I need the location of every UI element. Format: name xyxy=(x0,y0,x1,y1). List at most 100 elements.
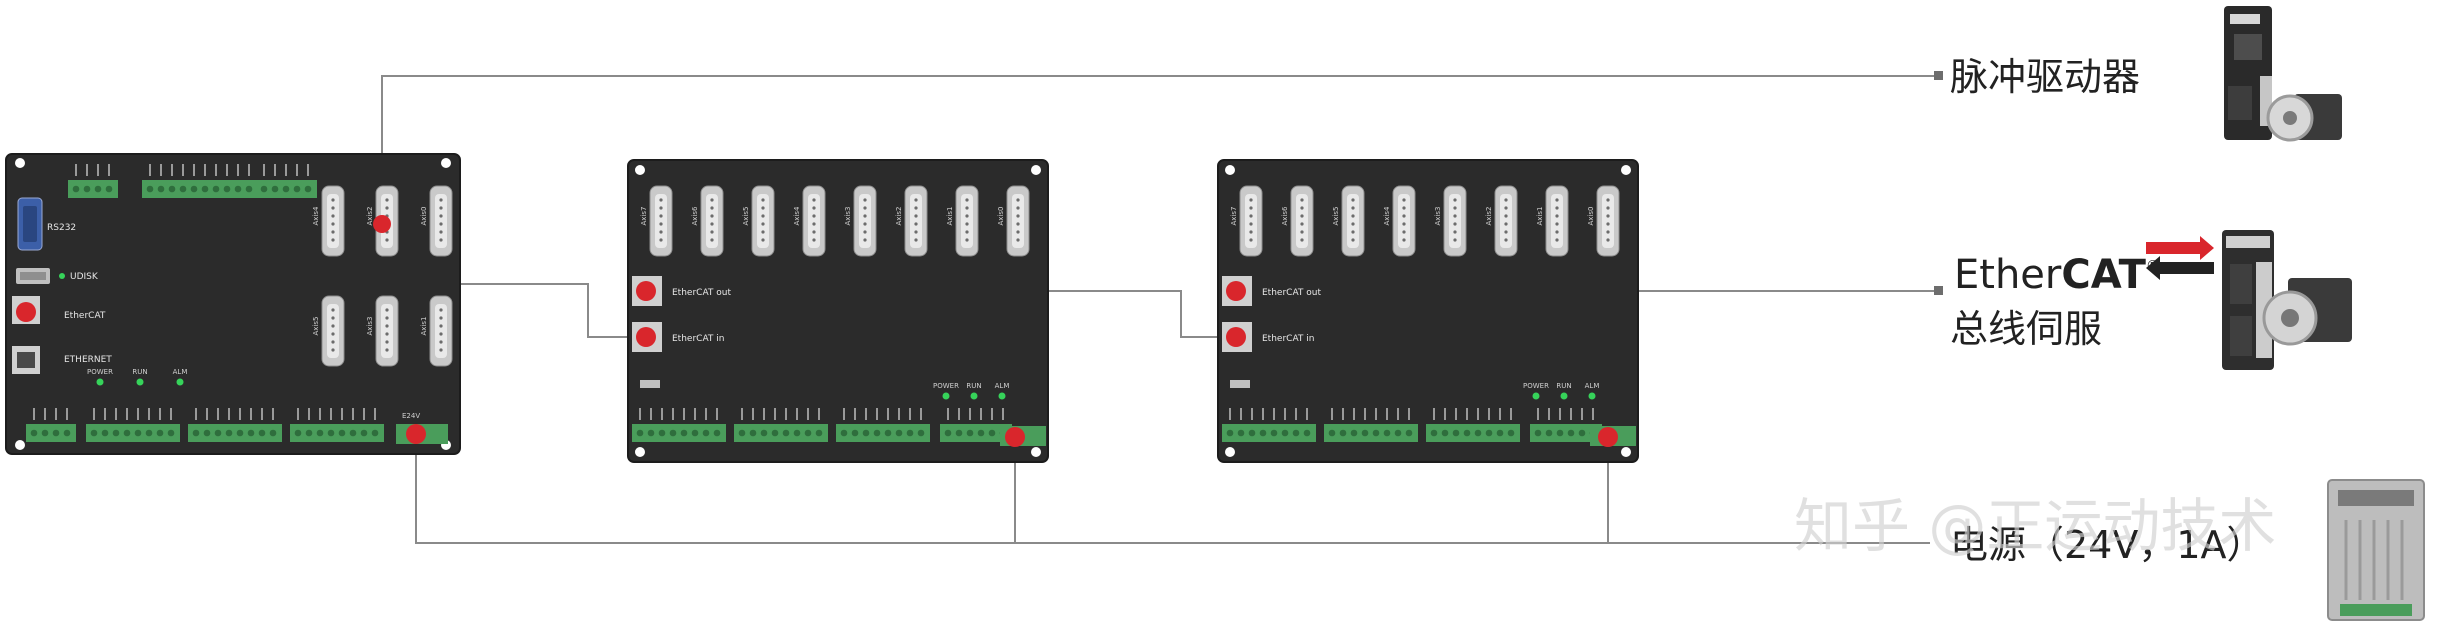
ethernet-port[interactable] xyxy=(12,346,40,374)
controller-terminal-block[interactable] xyxy=(68,164,118,198)
pin-legend xyxy=(854,408,856,420)
pin-legend xyxy=(193,164,195,176)
controller-ethercat-port[interactable] xyxy=(12,296,40,324)
pin-legend xyxy=(1375,408,1377,420)
axis-connector-axis0[interactable]: Axis0 xyxy=(997,185,1030,257)
pin-legend xyxy=(307,164,309,176)
expansion-power-terminal[interactable] xyxy=(1590,426,1636,447)
ethercat-in-port[interactable] xyxy=(1222,322,1252,352)
pin-legend xyxy=(865,408,867,420)
pin-legend xyxy=(774,408,776,420)
axis-connector-axis4[interactable]: Axis4 xyxy=(312,185,345,257)
axis-connector-axis4[interactable]: Axis4 xyxy=(1383,185,1416,257)
axis-label: Axis5 xyxy=(1332,207,1340,226)
controller-terminal-block[interactable] xyxy=(142,164,258,198)
axis-connector-axis2[interactable]: Axis2 xyxy=(895,185,928,257)
status-led-label: RUN xyxy=(1556,382,1571,390)
axis-connector-axis3[interactable]: Axis3 xyxy=(844,185,877,257)
pin-legend xyxy=(239,408,241,420)
axis-connector-axis1[interactable]: Axis1 xyxy=(420,295,453,367)
rs232-port[interactable] xyxy=(17,197,43,251)
service-port[interactable] xyxy=(640,380,660,388)
rs232-label: RS232 xyxy=(47,223,76,233)
pin-legend xyxy=(898,408,900,420)
expansion-terminal-block[interactable] xyxy=(734,408,828,442)
axis-label: Axis4 xyxy=(793,206,801,226)
pin-legend xyxy=(741,408,743,420)
axis-connector-axis3[interactable]: Axis3 xyxy=(1434,185,1467,257)
axis-connector-axis5[interactable]: Axis5 xyxy=(742,185,775,257)
pin-legend xyxy=(969,408,971,420)
expansion-terminal-block[interactable] xyxy=(836,408,930,442)
axis-connector-axis0[interactable]: Axis0 xyxy=(1587,185,1620,257)
pin-legend xyxy=(1570,408,1572,420)
ethercat-out-port[interactable] xyxy=(1222,276,1252,306)
udisk-port[interactable] xyxy=(16,268,50,284)
pin-legend xyxy=(1455,408,1457,420)
pin-legend xyxy=(1262,408,1264,420)
pulse-driver-label: 脉冲驱动器 xyxy=(1950,55,2140,99)
axis-connector-axis7[interactable]: Axis7 xyxy=(640,185,673,257)
pin-legend xyxy=(261,408,263,420)
axis-connector-axis3[interactable]: Axis3 xyxy=(366,295,399,367)
pin-legend xyxy=(818,408,820,420)
status-led-label: ALM xyxy=(995,382,1010,390)
axis-connector-axis1[interactable]: Axis1 xyxy=(1536,185,1569,257)
expansion-power-terminal[interactable] xyxy=(1000,426,1046,447)
pin-legend xyxy=(75,164,77,176)
pin-legend xyxy=(991,408,993,420)
ethercat-in-port[interactable] xyxy=(632,322,662,352)
axis-connector-axis5[interactable]: Axis5 xyxy=(312,295,345,367)
pin-legend xyxy=(639,408,641,420)
expansion-terminal-block[interactable] xyxy=(632,408,726,442)
axis-label: Axis6 xyxy=(1281,206,1289,226)
pin-legend xyxy=(1342,408,1344,420)
pin-legend xyxy=(319,408,321,420)
pin-legend xyxy=(694,408,696,420)
pin-legend xyxy=(716,408,718,420)
pin-legend xyxy=(1488,408,1490,420)
controller-terminal-block[interactable] xyxy=(256,164,317,198)
pin-legend xyxy=(126,408,128,420)
axis-connector-axis0[interactable]: Axis0 xyxy=(420,185,453,257)
ethercat-out-port[interactable] xyxy=(632,276,662,306)
axis-label: Axis3 xyxy=(366,317,374,336)
pin-legend xyxy=(785,408,787,420)
pin-legend xyxy=(363,408,365,420)
axis-label: Axis5 xyxy=(312,317,320,336)
pin-legend xyxy=(1295,408,1297,420)
pin-legend xyxy=(55,408,57,420)
pin-legend xyxy=(171,164,173,176)
pin-legend xyxy=(887,408,889,420)
expansion-terminal-block[interactable] xyxy=(1530,408,1602,442)
controller-power-terminal[interactable] xyxy=(396,424,448,444)
expansion-terminal-block[interactable] xyxy=(1222,408,1316,442)
controller-terminal-block[interactable] xyxy=(26,408,76,442)
service-port[interactable] xyxy=(1230,380,1250,388)
controller-terminal-block[interactable] xyxy=(188,408,282,442)
pin-legend xyxy=(1331,408,1333,420)
controller-terminal-block[interactable] xyxy=(86,408,180,442)
axis-connector-axis7[interactable]: Axis7 xyxy=(1230,185,1263,257)
axis-connector-axis2[interactable]: Axis2 xyxy=(1485,185,1518,257)
pin-legend xyxy=(182,164,184,176)
axis-label: Axis0 xyxy=(1587,207,1595,226)
expansion-terminal-block[interactable] xyxy=(1426,408,1520,442)
axis-connector-axis1[interactable]: Axis1 xyxy=(946,185,979,257)
power-supply-image xyxy=(2327,479,2425,621)
axis-label: Axis0 xyxy=(420,207,428,226)
axis-connector-axis6[interactable]: Axis6 xyxy=(1281,185,1314,257)
pin-legend xyxy=(215,164,217,176)
controller-terminal-block[interactable] xyxy=(290,408,384,442)
expansion-terminal-block[interactable] xyxy=(940,408,1012,442)
axis-connector-axis4[interactable]: Axis4 xyxy=(793,185,826,257)
axis-connector-axis5[interactable]: Axis5 xyxy=(1332,185,1365,257)
status-led-label: RUN xyxy=(132,368,147,376)
pin-legend xyxy=(909,408,911,420)
expansion-terminal-block[interactable] xyxy=(1324,408,1418,442)
watermark: 知乎 @正运动技术 xyxy=(1794,492,2276,560)
status-led-label: POWER xyxy=(933,382,959,390)
axis-connector-axis6[interactable]: Axis6 xyxy=(691,185,724,257)
status-led: RUN xyxy=(132,368,148,386)
